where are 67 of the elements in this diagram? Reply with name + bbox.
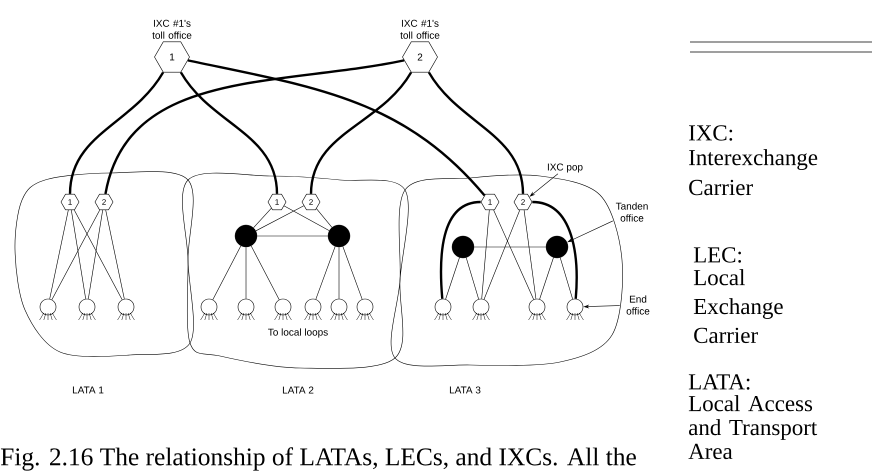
- callout-text: Tanden office: [616, 202, 648, 222]
- connection-line: [71, 210, 86, 300]
- end-office-symbol: [200, 298, 218, 320]
- figure-caption: Fig. 2.16 The relationship of LATAs, LECs, and IXCs. All the: [0, 447, 636, 471]
- tandem-office-symbol: [234, 224, 258, 248]
- connection-line: [253, 208, 272, 228]
- connection-line: [88, 210, 103, 300]
- end-office-symbol: [237, 298, 255, 320]
- node-label: LATA 2: [282, 386, 314, 394]
- tandem-office-symbol: [328, 224, 350, 248]
- term-definition: Interexchange Carrier: [689, 149, 818, 196]
- end-office-symbol: [472, 298, 490, 320]
- connection-line: [474, 246, 546, 248]
- node-label: LATA 1: [72, 386, 104, 394]
- trunk-line: [310, 72, 412, 194]
- office-label: IXC #1's toll office: [400, 20, 440, 39]
- callout-text: End office: [626, 295, 650, 315]
- connection-line: [105, 210, 125, 300]
- connection-line: [284, 206, 330, 231]
- trunk-line: [188, 59, 486, 196]
- end-office-symbol: [528, 298, 546, 320]
- connection-line: [250, 246, 280, 300]
- trunk-line: [440, 200, 481, 299]
- trunk-line: [180, 72, 278, 194]
- end-office-symbol: [39, 298, 57, 320]
- connection-line: [316, 246, 336, 300]
- hexagon: 1: [154, 42, 190, 72]
- end-office-symbol: [117, 298, 135, 320]
- hexagon: 2: [402, 42, 438, 72]
- end-office-symbol: [330, 298, 348, 320]
- note-text: To local loops: [268, 328, 328, 338]
- connection-line: [445, 257, 460, 300]
- end-office-symbol: [356, 298, 374, 320]
- connection-line: [338, 246, 340, 299]
- trunk-line: [428, 72, 524, 194]
- term-heading: LEC:: [694, 247, 741, 263]
- connection-line: [524, 210, 536, 300]
- connection-line: [256, 205, 304, 232]
- connection-line: [74, 210, 122, 300]
- callout-text: IXC pop: [548, 163, 583, 172]
- trunk-line: [68, 72, 164, 194]
- end-office-symbol: [78, 298, 96, 320]
- office-label: IXC #1's toll office: [152, 20, 192, 39]
- connection-line: [484, 210, 520, 300]
- trunk-line: [532, 200, 578, 299]
- connection-line: [481, 210, 490, 300]
- connection-line: [493, 210, 534, 300]
- connection-line: [342, 246, 362, 300]
- connection-line: [560, 257, 573, 300]
- term-definition: Local Access and Transport Area: [688, 395, 818, 460]
- term-heading: IXC:: [689, 125, 732, 141]
- term-heading: LATA:: [688, 374, 750, 390]
- connection-line: [212, 246, 242, 300]
- connection-line: [539, 257, 554, 300]
- end-office-symbol: [566, 298, 584, 320]
- tandem-office-symbol: [452, 236, 474, 258]
- trunk-line: [104, 59, 404, 194]
- tandem-office-symbol: [546, 236, 568, 258]
- end-office-symbol: [274, 298, 292, 320]
- term-definition: Local Exchange Carrier: [694, 269, 783, 344]
- connection-line: [316, 208, 332, 228]
- node-label: LATA 3: [450, 386, 480, 394]
- connection-line: [52, 210, 100, 300]
- end-office-symbol: [304, 298, 322, 320]
- end-office-symbol: [434, 298, 452, 320]
- connection-line: [466, 257, 479, 300]
- connection-line: [49, 210, 69, 300]
